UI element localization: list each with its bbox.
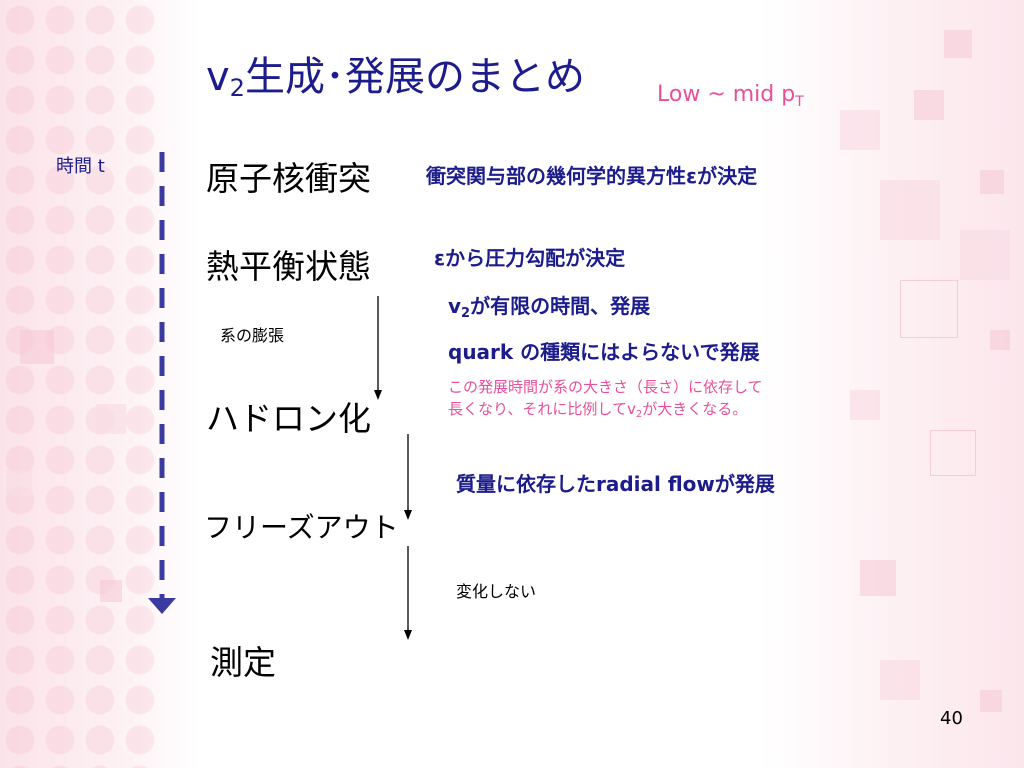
background-pattern (0, 0, 160, 768)
note-system-size-dependence: この発展時間が系の大きさ（長さ）に依存して 長くなり、それに比例してv2が大きく… (448, 378, 763, 420)
decor-square (880, 180, 940, 240)
decor-square (980, 170, 1004, 194)
note-collision: 衝突関与部の幾何学的異方性εが決定 (426, 164, 758, 188)
page-number: 40 (940, 708, 963, 729)
decor-square (930, 430, 976, 476)
stage-freeze-out: フリーズアウト (204, 511, 399, 544)
decor-square (880, 660, 920, 700)
note-v2-evolution: v2が有限の時間、発展 (448, 294, 651, 321)
decor-square (914, 90, 944, 120)
note-radial-flow: 質量に依存したradial flowが発展 (456, 472, 775, 496)
decor-square (900, 280, 958, 338)
expansion-label: 系の膨張 (220, 326, 285, 345)
note-pressure-gradient: εから圧力勾配が決定 (434, 246, 626, 270)
stage-hadronization: ハドロン化 (206, 399, 371, 438)
decor-square (960, 230, 1010, 280)
decor-square (850, 390, 880, 420)
expansion-arrowhead-2 (404, 510, 412, 520)
slide-title: v2生成･発展のまとめ (206, 54, 585, 102)
decor-square (980, 690, 1002, 712)
expansion-arrowhead-3 (404, 630, 412, 640)
decor-square (20, 330, 54, 364)
decor-square (860, 560, 896, 596)
decor-square (96, 404, 126, 434)
stage-thermal-equilibrium: 熱平衡状態 (206, 247, 371, 286)
decor-square (990, 330, 1010, 350)
stage-measurement: 測定 (210, 643, 276, 682)
time-axis-label: 時間 t (56, 156, 105, 177)
pt-regime-label: Low ~ mid pT (657, 82, 804, 110)
stage-nuclear-collision: 原子核衝突 (206, 159, 371, 198)
decor-square (100, 580, 122, 602)
decor-square (944, 30, 972, 58)
decor-square (6, 470, 32, 496)
decor-square (840, 110, 880, 150)
expansion-arrowhead-1 (374, 390, 382, 400)
timeline-arrowhead (148, 598, 176, 614)
note-no-change: 変化しない (456, 582, 537, 601)
note-quark-independence: quark の種類にはよらないで発展 (448, 340, 760, 364)
